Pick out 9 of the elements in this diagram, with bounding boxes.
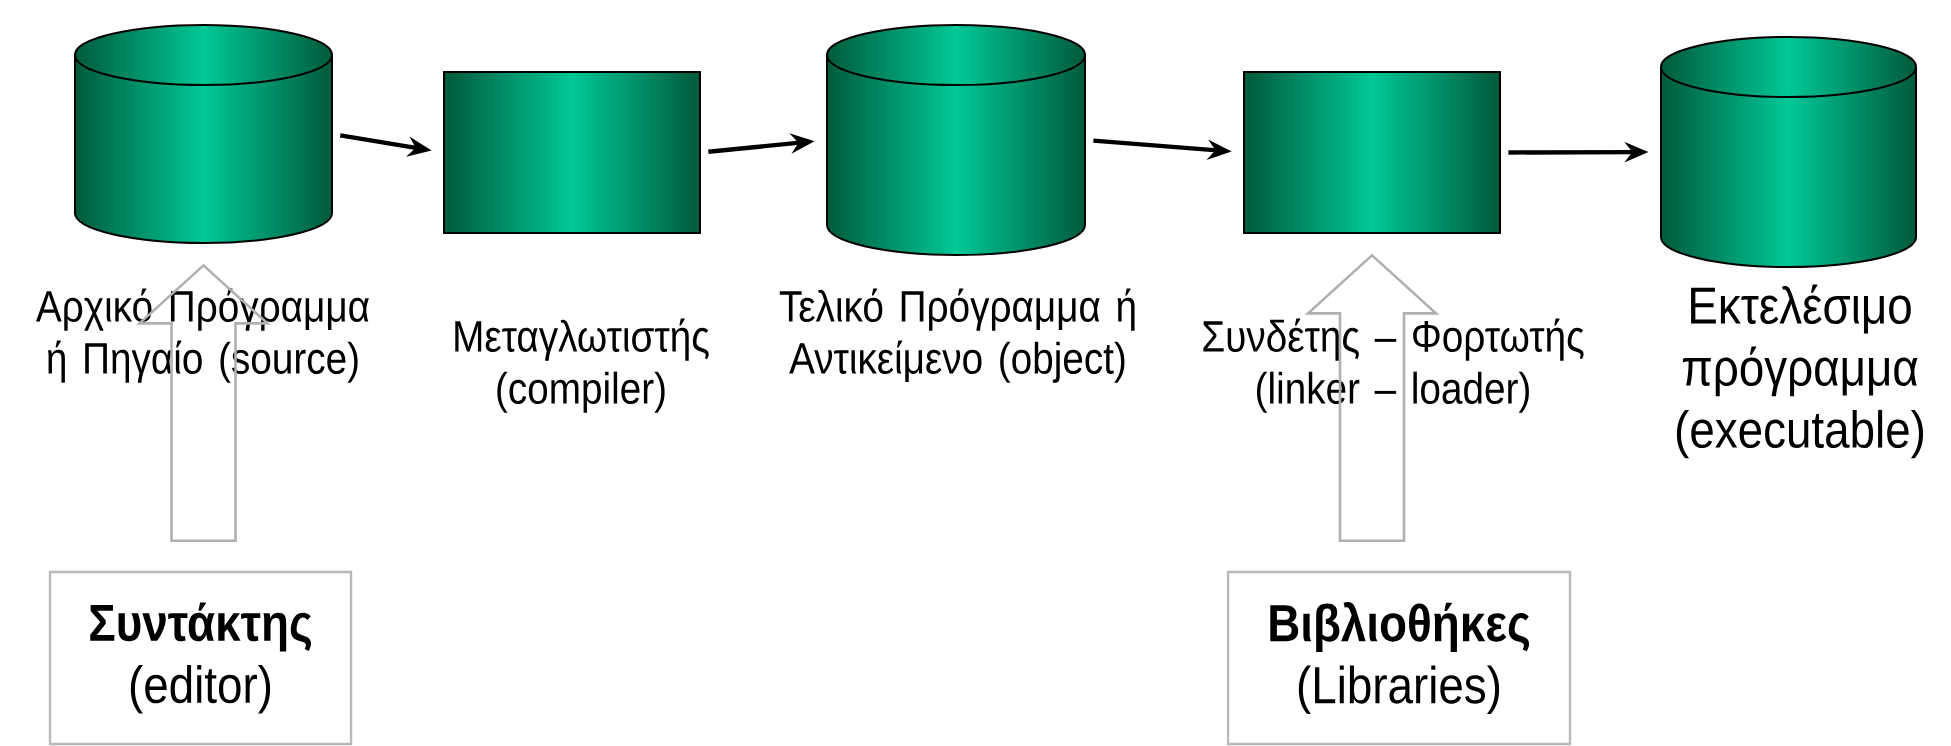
node-label: Μεταγλωτιστής (compiler) — [455, 318, 709, 413]
node-label: Εκτελέσιμο πρόγραμμα (executable) — [1676, 284, 1923, 459]
block-arrow — [136, 263, 271, 543]
block-arrow — [1304, 253, 1440, 543]
node-label: Αρχικό Πρόγραμμα ή Πηγαίο (source) — [36, 288, 369, 383]
node-label: Συνδέτης – Φορτωτής (linker – loader) — [1203, 318, 1584, 413]
text-box: Συντάκτης (editor) — [48, 570, 353, 746]
text-box: Βιβλιοθήκες (Libraries) — [1226, 570, 1572, 746]
node-label: Τελικό Πρόγραμμα ή Αντικείμενο (object) — [779, 288, 1135, 383]
